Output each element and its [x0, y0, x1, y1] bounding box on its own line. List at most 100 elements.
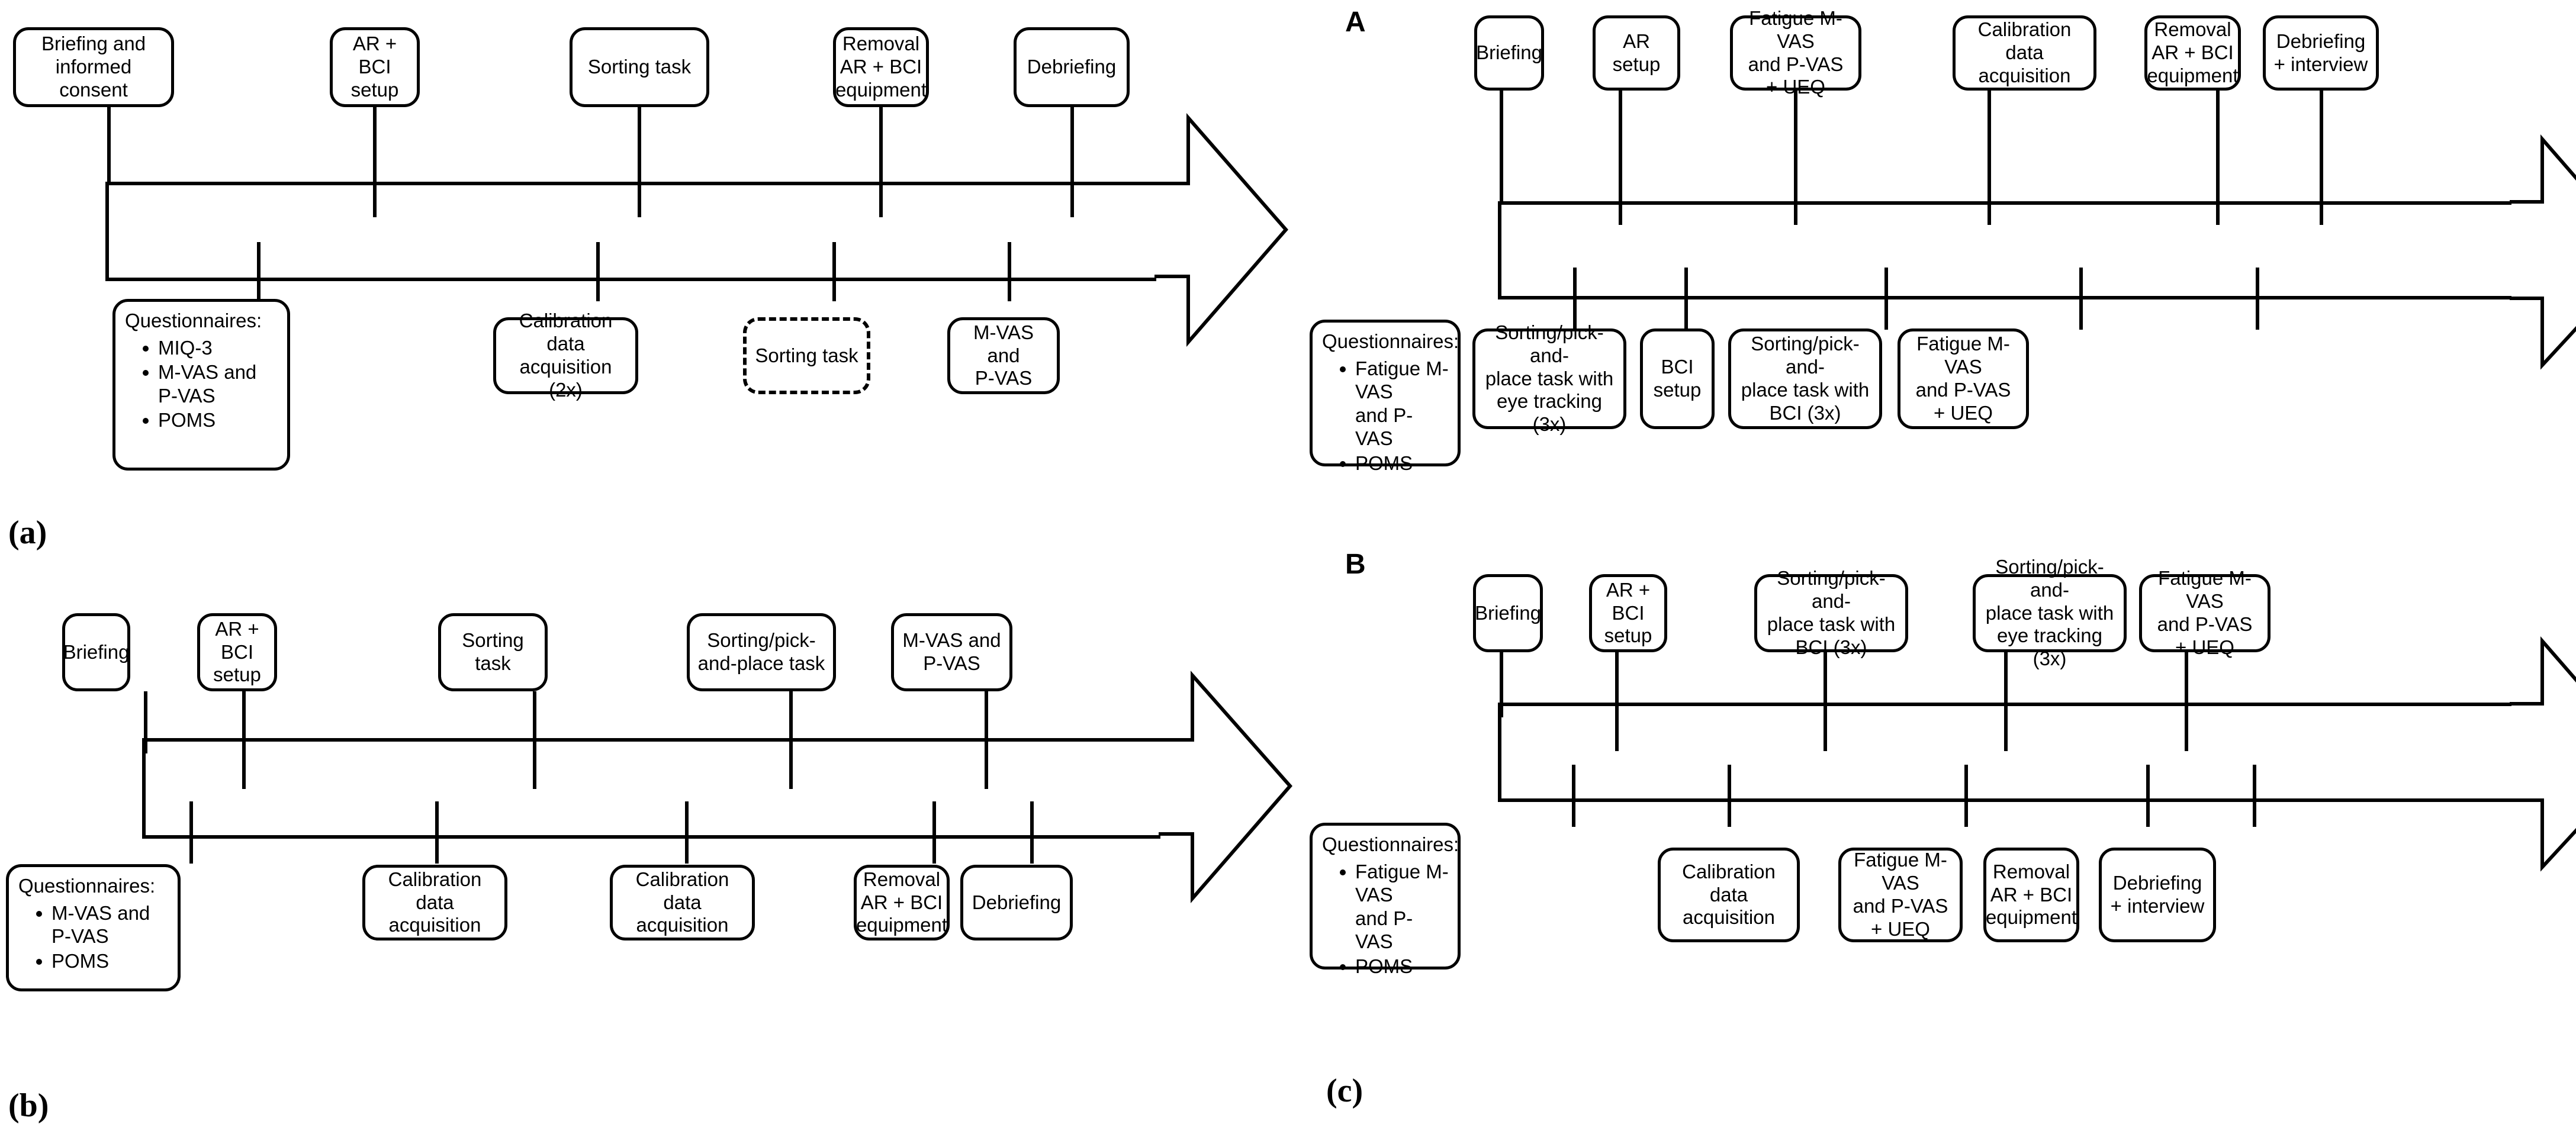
node-debriefing[interactable]: Debriefing: [960, 865, 1073, 940]
node-ar-bci-setup[interactable]: AR + BCI setup: [197, 613, 277, 691]
node-ar-bci-setup[interactable]: AR + BCI setup: [1589, 574, 1667, 652]
questionnaire-box[interactable]: Questionnaires: Fatigue M-VAS and P-VAS …: [1310, 320, 1461, 474]
panel-letter-b: B: [1345, 549, 1366, 580]
timeline-bottom-line: [1498, 296, 2511, 299]
timeline-arrowhead: [1159, 671, 1292, 904]
timeline-left-connector: [1498, 703, 1501, 802]
node-debriefing-interview[interactable]: Debriefing + interview: [2263, 15, 2379, 91]
panel-b: Briefing AR + BCI setup Sorting task Sor…: [0, 568, 1292, 1137]
node-fatigue-m-vas-p-vas-ueq[interactable]: Fatigue M-VAS and P-VAS + UEQ: [1838, 848, 1963, 942]
timeline-top-line: [1498, 201, 2511, 205]
timeline-bottom-line: [142, 835, 1160, 839]
timeline-tick-top-1: [144, 691, 147, 753]
timeline-tick-top-4: [879, 107, 883, 217]
node-sorting-pick-place-bci[interactable]: Sorting/pick-and- place task with BCI (3…: [1754, 567, 1908, 658]
timeline-tick-top-1: [1500, 652, 1503, 717]
list-item: POMS: [143, 408, 279, 432]
node-sorting-pick-and-place-task[interactable]: Sorting/pick- and-place task: [687, 613, 836, 691]
questionnaire-box[interactable]: Questionnaires: Fatigue M-VAS and P-VAS …: [1310, 823, 1461, 977]
timeline-tick-bottom-1: [257, 242, 261, 301]
questionnaire-box[interactable]: Questionnaires: M-VAS and P-VAS POMS: [6, 864, 181, 991]
node-removal-ar-bci-equipment[interactable]: Removal AR + BCI equipment: [1983, 848, 2079, 942]
timeline-tick-top-2: [242, 691, 246, 789]
list-item: M-VAS and P-VAS: [143, 360, 279, 407]
timeline-tick-top-3: [533, 691, 536, 789]
timeline-tick-top-2: [1615, 652, 1619, 751]
node-ar-setup[interactable]: AR setup: [1593, 15, 1680, 91]
panel-caption-b: (b): [8, 1087, 49, 1124]
panel-letter-a: A: [1345, 7, 1366, 38]
node-sorting-task[interactable]: Sorting task: [438, 613, 548, 691]
node-fatigue-m-vas-p-vas-ueq[interactable]: Fatigue M-VAS and P-VAS + UEQ: [1898, 328, 2029, 429]
questionnaire-box[interactable]: Questionnaires: MIQ-3 M-VAS and P-VAS PO…: [112, 299, 290, 471]
timeline-tick-top-4: [1988, 91, 1991, 225]
timeline-tick-top-5: [2185, 652, 2188, 751]
node-bci-setup[interactable]: BCI setup: [1640, 328, 1715, 429]
timeline-arrowhead: [2510, 636, 2576, 872]
questionnaire-title: Questionnaires:: [18, 875, 156, 897]
timeline-left-connector: [105, 182, 109, 281]
list-item: POMS: [1340, 955, 1449, 978]
questionnaire-list: M-VAS and P-VAS POMS: [18, 901, 169, 974]
timeline-bottom-line: [1498, 798, 2511, 802]
timeline-tick-top-3: [1824, 652, 1827, 751]
node-removal-ar-bci-equipment[interactable]: Removal AR + BCI equipment: [854, 865, 950, 940]
timeline-tick-bottom-4: [2079, 268, 2083, 330]
node-briefing-and-informed-consent[interactable]: Briefing and informed consent: [13, 27, 174, 107]
timeline-tick-top-6: [2320, 91, 2323, 225]
timeline-tick-top-1: [107, 107, 111, 182]
questionnaire-title: Questionnaires:: [125, 310, 262, 331]
timeline-tick-bottom-4: [932, 801, 936, 864]
questionnaire-list: Fatigue M-VAS and P-VAS POMS: [1322, 357, 1449, 476]
timeline-tick-top-3: [1794, 91, 1797, 225]
timeline-tick-bottom-5: [2253, 765, 2256, 827]
timeline-tick-bottom-5: [1030, 801, 1034, 864]
timeline-tick-bottom-3: [685, 801, 689, 864]
timeline-arrowhead: [1154, 113, 1288, 347]
list-item: MIQ-3: [143, 336, 279, 360]
timeline-tick-bottom-3: [1964, 765, 1968, 827]
node-briefing[interactable]: Briefing: [1474, 15, 1544, 91]
timeline-tick-top-2: [1619, 91, 1622, 225]
node-briefing[interactable]: Briefing: [1473, 574, 1543, 652]
timeline-tick-bottom-1: [1572, 765, 1575, 827]
node-m-vas-and-p-vas[interactable]: M-VAS and P-VAS: [947, 317, 1060, 394]
timeline-top-line: [142, 738, 1160, 742]
node-sorting-pick-place-bci[interactable]: Sorting/pick-and- place task with BCI (3…: [1728, 328, 1882, 429]
node-removal-ar-bci-equipment[interactable]: Removal AR + BCI equipment: [2144, 15, 2241, 91]
list-item: POMS: [1340, 452, 1449, 475]
timeline-tick-top-4: [2004, 652, 2008, 751]
node-ar-bci-setup[interactable]: AR + BCI setup: [330, 27, 420, 107]
node-m-vas-and-p-vas[interactable]: M-VAS and P-VAS: [891, 613, 1012, 691]
timeline-tick-top-2: [373, 107, 377, 217]
panel-c-sub-b: B Briefing AR + BCI setup Sorting/pick-a…: [1303, 533, 2576, 1137]
timeline-tick-bottom-4: [2146, 765, 2150, 827]
node-fatigue-m-vas-p-vas-ueq[interactable]: Fatigue M-VAS and P-VAS + UEQ: [1730, 7, 1861, 98]
panel-caption-c: (c): [1326, 1072, 1363, 1109]
node-calibration-data-acquisition-1[interactable]: Calibration data acquisition: [362, 865, 507, 940]
timeline-tick-bottom-3: [1884, 268, 1888, 330]
node-calibration-data-acquisition-2x[interactable]: Calibration data acquisition (2x): [493, 310, 638, 401]
node-fatigue-m-vas-p-vas-ueq[interactable]: Fatigue M-VAS and P-VAS + UEQ: [2139, 567, 2271, 658]
timeline-tick-bottom-2: [1728, 765, 1731, 827]
node-sorting-task-optional[interactable]: Sorting task: [743, 317, 870, 394]
node-calibration-data-acquisition-2[interactable]: Calibration data acquisition: [610, 865, 755, 940]
node-sorting-task[interactable]: Sorting task: [570, 27, 709, 107]
node-briefing[interactable]: Briefing: [62, 613, 130, 691]
questionnaire-list: Fatigue M-VAS and P-VAS POMS: [1322, 860, 1449, 980]
timeline-tick-bottom-1: [1573, 268, 1577, 330]
node-calibration-data-acquisition[interactable]: Calibration data acquisition: [1658, 848, 1800, 942]
node-debriefing[interactable]: Debriefing: [1014, 27, 1130, 107]
timeline-tick-bottom-2: [1684, 268, 1688, 330]
timeline-tick-top-5: [985, 691, 988, 789]
timeline-left-connector: [1498, 201, 1501, 299]
timeline-tick-bottom-5: [2256, 268, 2259, 330]
node-removal-ar-bci-equipment[interactable]: Removal AR + BCI equipment: [833, 27, 929, 107]
node-sorting-pick-place-eye-tracking[interactable]: Sorting/pick-and- place task with eye tr…: [1472, 321, 1626, 435]
timeline-tick-bottom-4: [1008, 242, 1011, 301]
node-sorting-pick-place-eye-tracking[interactable]: Sorting/pick-and- place task with eye tr…: [1973, 556, 2127, 669]
node-debriefing-interview[interactable]: Debriefing + interview: [2099, 848, 2216, 942]
node-calibration-data-acquisition[interactable]: Calibration data acquisition: [1953, 15, 2096, 91]
timeline-tick-bottom-2: [596, 242, 600, 301]
